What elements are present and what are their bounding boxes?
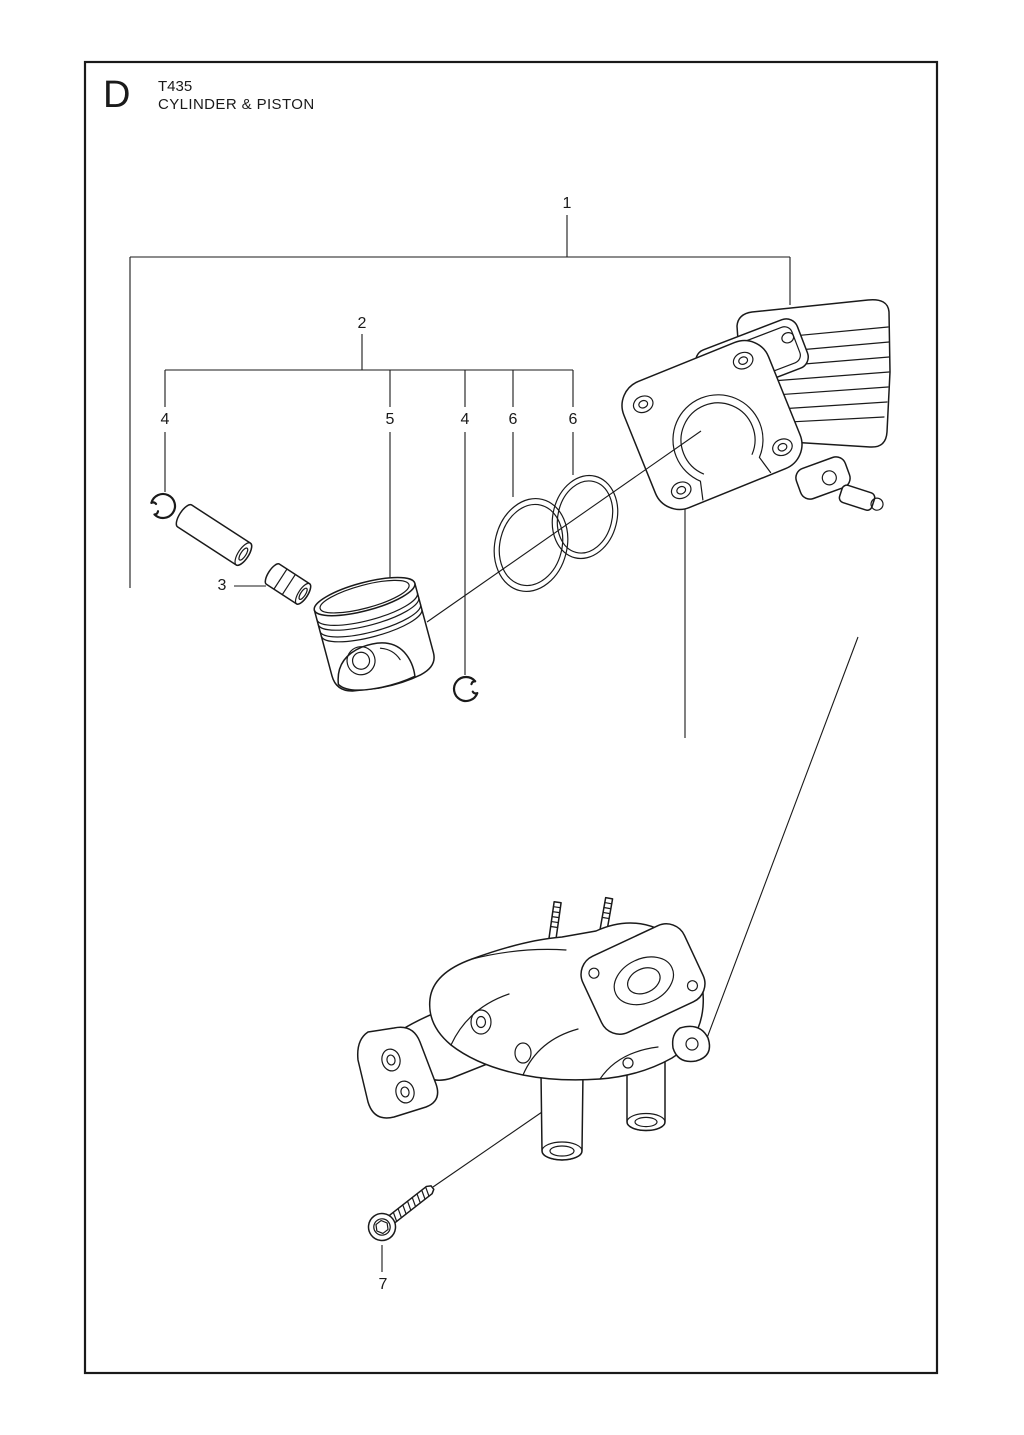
assembly-axis-line: [426, 430, 702, 623]
callout-label-6-right: 6: [568, 411, 578, 428]
screw-drawing: [367, 1185, 435, 1242]
page-title: CYLINDER & PISTON: [158, 96, 315, 113]
circlip-right-drawing: [452, 675, 479, 703]
circlip-left-drawing: [150, 492, 177, 520]
callout-label-3: 3: [217, 577, 227, 594]
crankcase-foot: [356, 1026, 439, 1119]
piston-pin-drawing: [175, 503, 253, 567]
assembly-group-lines: [684, 455, 859, 1039]
callout-label-5: 5: [385, 411, 395, 428]
piston-ring-2-drawing: [551, 474, 619, 560]
callout-label-6-left: 6: [508, 411, 518, 428]
cylinder-flange: [621, 339, 803, 511]
crankcase-deck: [580, 923, 706, 1035]
model-number: T435: [158, 78, 193, 95]
piston-drawing: [313, 576, 435, 692]
callout-label-4-left: 4: [160, 411, 170, 428]
page-border: [83, 60, 939, 1375]
callout-label-2: 2: [357, 315, 367, 332]
section-letter: D: [103, 74, 131, 116]
cooling-fins: [739, 326, 890, 425]
screw-leader: [432, 1100, 559, 1188]
piston-pin-boss: [346, 646, 376, 676]
callout-label-7: 7: [378, 1276, 388, 1293]
crankcase-leg-1: [540, 1072, 584, 1161]
piston-ring-1-drawing: [493, 497, 569, 593]
cylinder-assembly-drawing: [621, 299, 891, 511]
crankcase-tab: [671, 1025, 711, 1063]
callout-label-4-right: 4: [460, 411, 470, 428]
callout-label-1: 1: [562, 195, 572, 212]
decomp-valve: [838, 484, 884, 511]
cylinder-bracket: [795, 456, 851, 500]
needle-bearing-drawing: [264, 563, 312, 605]
crankcase-drawing: [356, 896, 711, 1161]
hex-socket: [375, 1219, 389, 1235]
